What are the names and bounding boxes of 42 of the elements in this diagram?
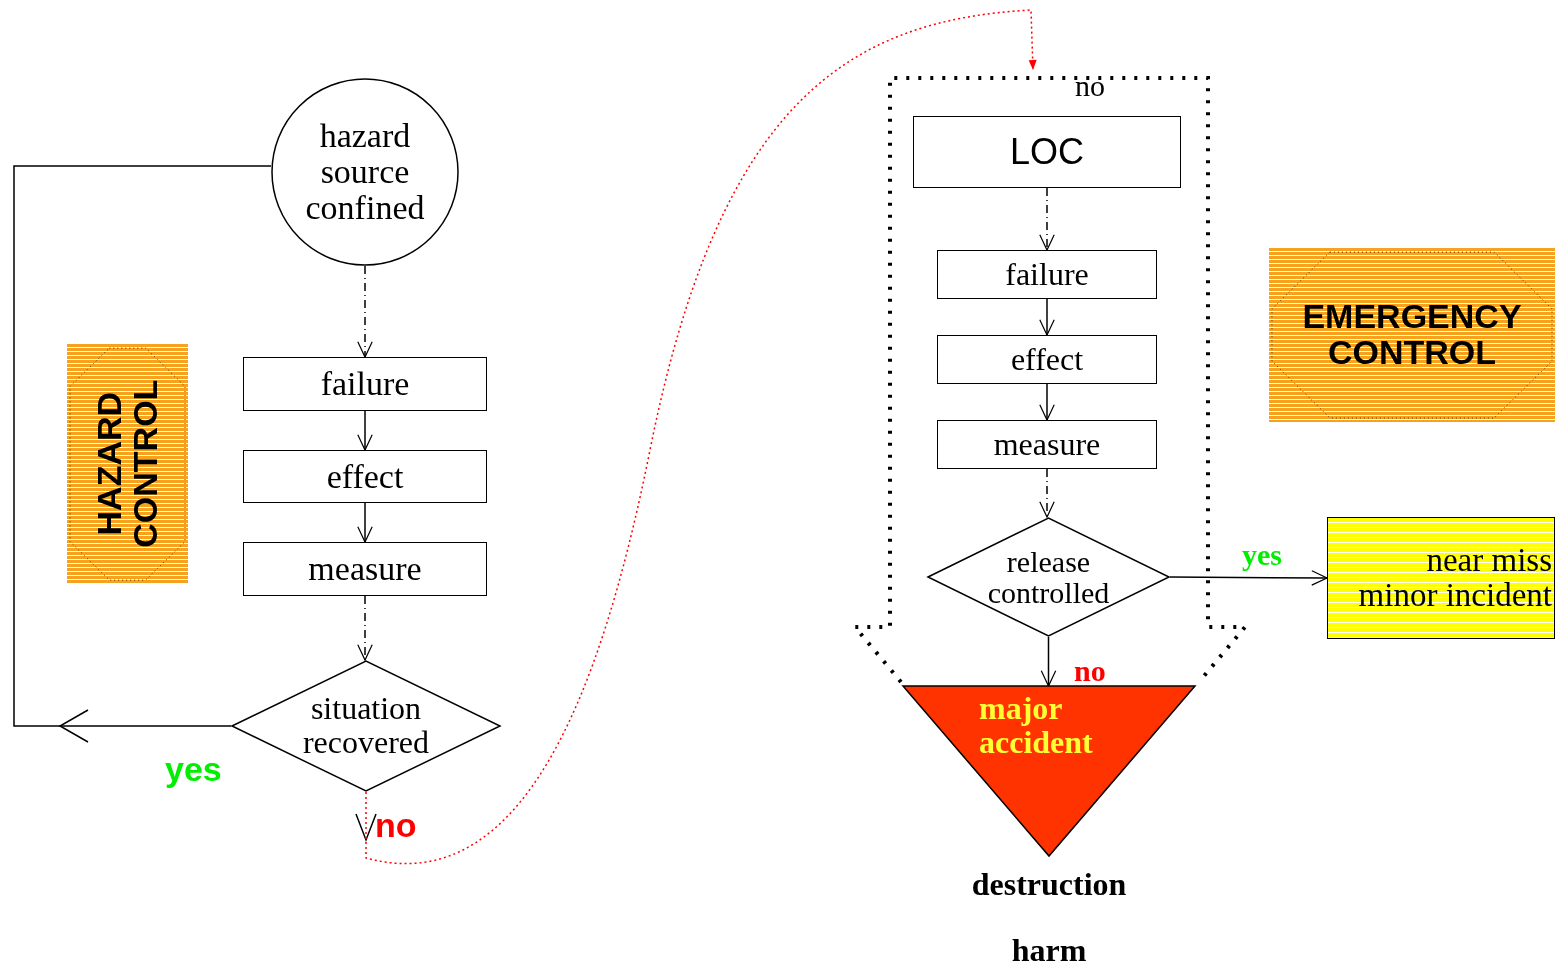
- branch-label: no: [1075, 70, 1105, 102]
- start-circle: [271, 78, 459, 266]
- process-box: [243, 450, 487, 503]
- node-label: hazard source confined: [304, 118, 426, 226]
- node-label: failure: [320, 366, 410, 402]
- arrow: [1169, 570, 1328, 586]
- arrow: [357, 265, 373, 358]
- arrow: [1040, 636, 1057, 687]
- arrow: [357, 410, 373, 451]
- stage-band: [67, 344, 188, 584]
- arrow: [1039, 468, 1055, 518]
- arrow: [1039, 298, 1055, 336]
- process-box: [243, 542, 487, 596]
- process-box: [937, 250, 1157, 299]
- node-label: situation recovered: [301, 692, 431, 760]
- decision-diamond: [927, 517, 1170, 637]
- node-label: LOC: [1010, 133, 1084, 171]
- outcome-caption: destruction: [970, 868, 1128, 900]
- edge-label: no: [1073, 656, 1107, 686]
- stage-title: HAZARD CONTROL: [91, 378, 164, 551]
- node-label: major accident: [979, 692, 1094, 760]
- outcome-caption: harm: [1010, 934, 1088, 964]
- process-box: [937, 335, 1157, 384]
- node-label: failure: [1005, 257, 1089, 292]
- edge-label: yes: [1241, 540, 1283, 570]
- process-box: [937, 420, 1157, 469]
- node-label: effect: [1010, 342, 1084, 377]
- node-label: measure: [993, 427, 1101, 462]
- decision-diamond: [231, 660, 501, 792]
- node-label: measure: [308, 551, 422, 587]
- process-box: [913, 116, 1181, 188]
- arrow: [357, 502, 373, 543]
- arrow: [355, 9, 1037, 865]
- edge-label: yes: [164, 752, 223, 786]
- arrow: [1039, 187, 1055, 251]
- arrow: [357, 595, 373, 661]
- node-label: effect: [326, 458, 404, 495]
- arrow: [1039, 383, 1055, 421]
- edge-label: no: [374, 808, 418, 842]
- node-label: release controlled: [986, 545, 1111, 609]
- outcome-triangle: [903, 686, 1195, 856]
- process-box: [243, 357, 487, 411]
